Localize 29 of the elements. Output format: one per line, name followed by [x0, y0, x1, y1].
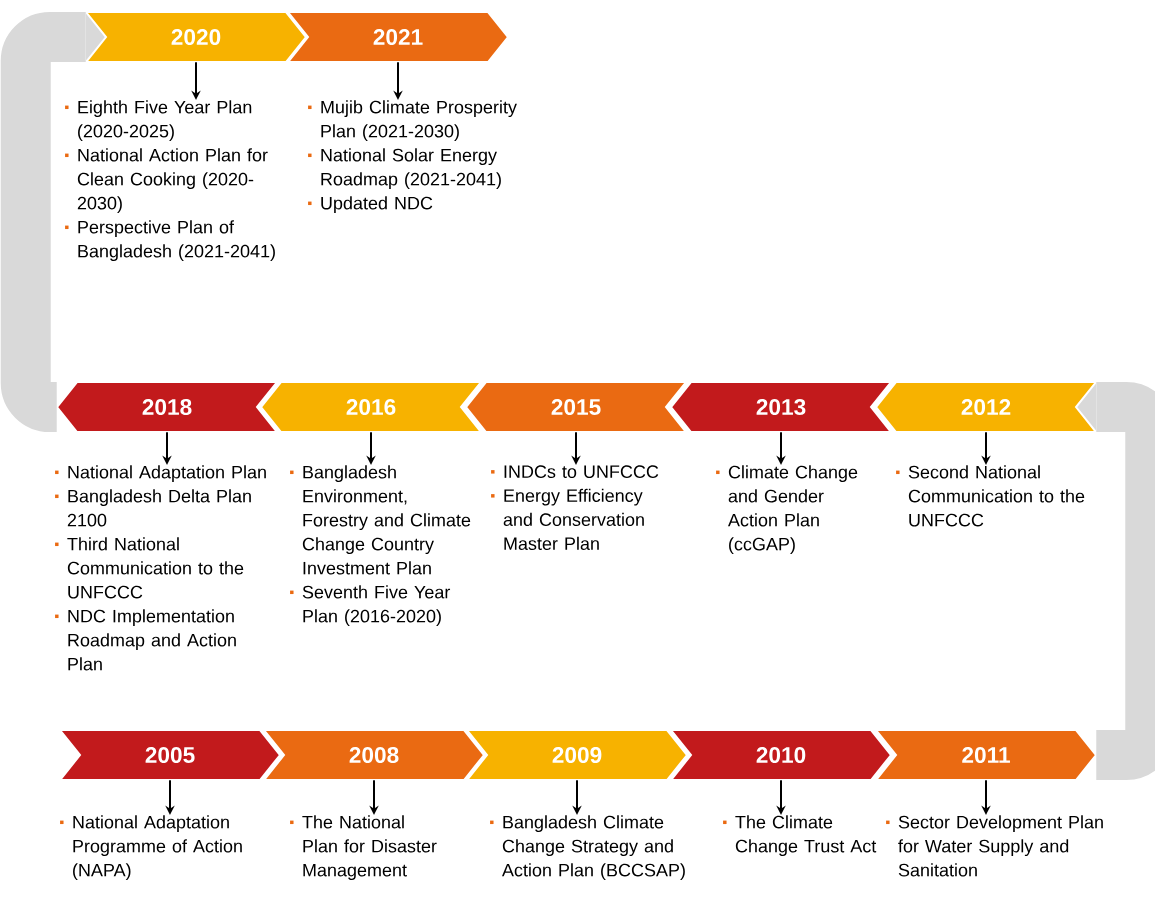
- year-banner: 2012: [874, 381, 1099, 433]
- bullet-item: NDC Implementation Roadmap and Action Plan: [55, 609, 236, 671]
- year-banner: 2013: [669, 381, 894, 433]
- bullet-item: Sector Development Plan for Water Supply and Sanitation: [886, 815, 1103, 877]
- year-banner: 2015: [464, 381, 689, 433]
- timeline-track: [1096, 382, 1155, 780]
- year-banner: 2020: [83, 11, 308, 63]
- bullet-item: Mujib Climate Prosperity Plan (2021-2030): [308, 100, 517, 142]
- bullet-item: INDCs to UNFCCC: [491, 465, 659, 478]
- bullet-item: National Action Plan for Clean Cooking (2020-2030): [65, 148, 268, 214]
- bullet-item: National Solar Energy Roadmap (2021-2041): [308, 148, 501, 190]
- bullet-item: Perspective Plan of Bangladesh (2021-2041): [65, 220, 275, 262]
- year-banner: 2016: [259, 381, 484, 433]
- bullet-item: The National Plan for Disaster Management: [290, 815, 437, 881]
- bullet-item: Bangladesh Climate Change Strategy and Action Plan (BCCSAP): [490, 815, 685, 881]
- timeline-track: [0, 12, 86, 432]
- bullet-item: Climate Change and Gender Action Plan (ccGAP): [716, 465, 858, 555]
- bullet-item: Third National Communication to the UNFCCC: [55, 537, 244, 599]
- bullet-item: Seventh Five Year Plan (2016-2020): [290, 585, 451, 627]
- year-banner: 2018: [55, 381, 280, 433]
- bullet-item: National Adaptation Programme of Action (NAPA): [60, 815, 242, 881]
- bullet-item: Bangladesh Environment, Forestry and Climate Change Country Investment Plan: [290, 465, 471, 575]
- bullet-item: Updated NDC: [308, 196, 433, 214]
- bullet-item: Energy Efficiency and Conservation Master Plan: [491, 488, 644, 550]
- bullet-item: Bangladesh Delta Plan 2100: [55, 489, 251, 527]
- bullet-item: Second National Communication to the UNFCCC: [896, 465, 1085, 527]
- bullet-item: The Climate Change Trust Act: [723, 815, 877, 857]
- bullet-item: Eighth Five Year Plan (2020-2025): [65, 100, 252, 142]
- bullet-item: National Adaptation Plan: [55, 465, 266, 483]
